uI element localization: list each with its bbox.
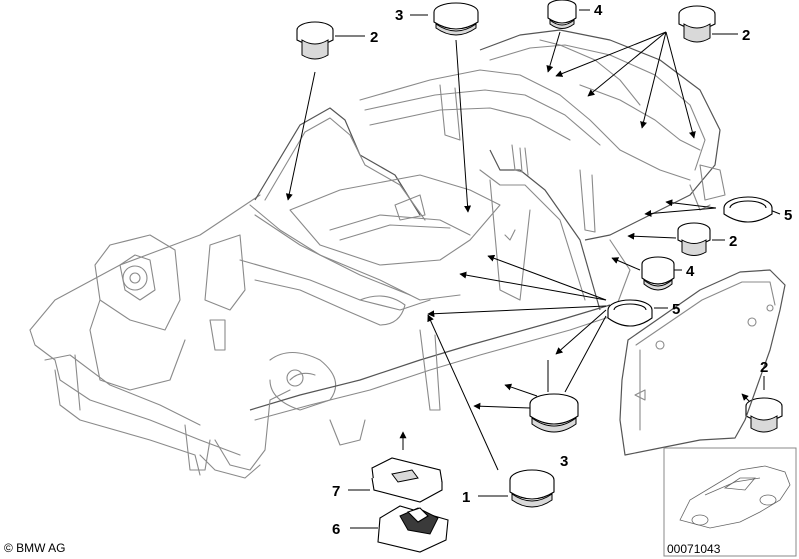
- callout-4: 4: [594, 2, 603, 19]
- pad-part: [371, 457, 443, 503]
- grommet-part: [745, 397, 783, 433]
- callout-2: 2: [729, 233, 737, 250]
- callout-1: 1: [462, 489, 470, 506]
- callout-4: 4: [686, 263, 695, 280]
- callout-3: 3: [560, 453, 568, 470]
- plug-part: [641, 256, 675, 291]
- callout-labels: 2 3 4 2 5 2 4 5 2 3 7 1 6: [332, 2, 792, 538]
- callout-3: 3: [395, 7, 403, 24]
- grommet-part: [678, 5, 716, 43]
- leader-lines: [285, 9, 781, 529]
- door-panel: [619, 269, 786, 456]
- callout-2: 2: [742, 27, 750, 44]
- callout-2: 2: [370, 29, 378, 46]
- grommet-part: [529, 393, 579, 433]
- grommet-part: [296, 21, 334, 60]
- grommet-part: [677, 222, 711, 256]
- parts: [296, 0, 783, 553]
- vehicle-thumbnail: 00071043: [663, 447, 797, 557]
- flat-grommet-part: [607, 299, 653, 327]
- jack-pad-part: [377, 505, 449, 553]
- plug-part: [547, 0, 577, 29]
- flat-grommet-part: [723, 196, 773, 223]
- callout-5: 5: [784, 207, 792, 224]
- callout-2: 2: [760, 359, 768, 376]
- callout-5: 5: [672, 301, 680, 318]
- grommet-part: [433, 2, 479, 36]
- image-number: 00071043: [667, 542, 721, 556]
- callout-7: 7: [332, 483, 340, 500]
- copyright-text: © BMW AG: [4, 541, 66, 555]
- callout-6: 6: [332, 521, 340, 538]
- car-body-shell: [29, 29, 726, 479]
- grommet-part: [509, 469, 555, 508]
